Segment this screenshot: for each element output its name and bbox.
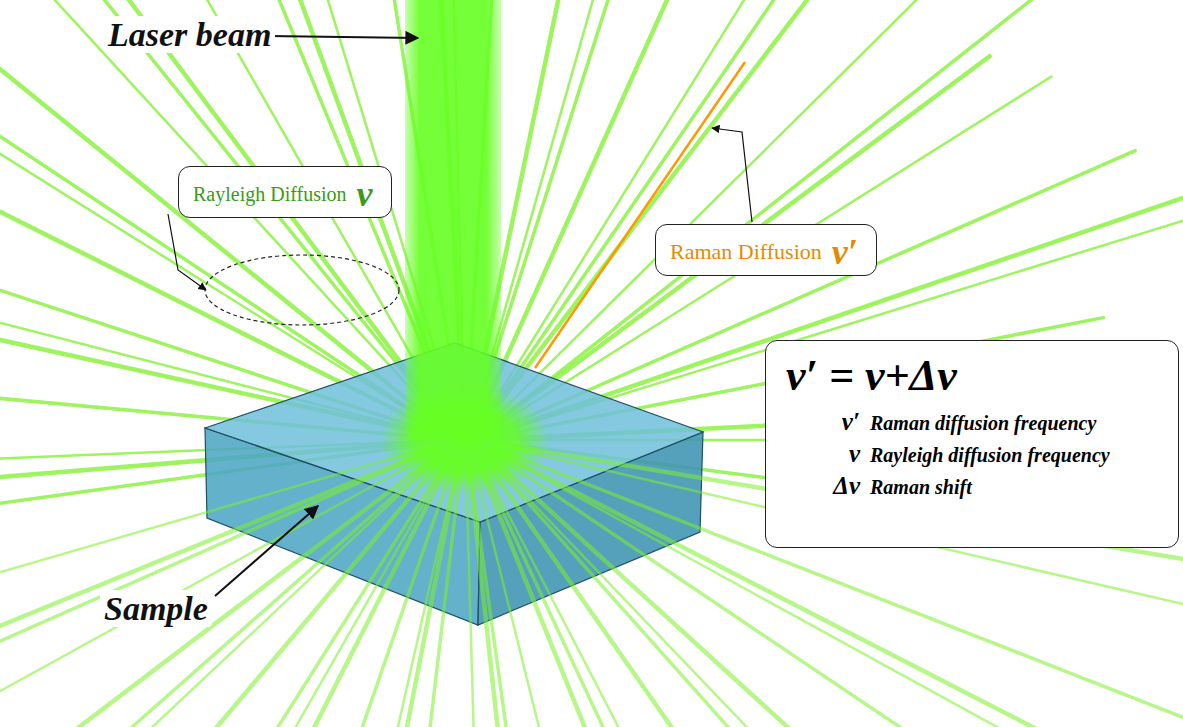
laser-beam: [405, 0, 501, 440]
callout-box: Raman Diffusion ν′: [655, 224, 877, 276]
sample-label: Sample: [100, 590, 212, 627]
laser-beam-leader: [268, 36, 418, 38]
laser-label: Laser beam: [104, 16, 275, 53]
callout-row: Rayleigh Diffusion ν: [179, 167, 391, 221]
rayleigh-ray: [0, 448, 437, 715]
rayleigh-ray: [0, 454, 443, 727]
rayleigh-ray: [78, 0, 450, 423]
raman-leader: [712, 128, 752, 222]
frequency-symbol: ν: [357, 176, 373, 212]
rayleigh-ray: [29, 0, 446, 425]
symbol: Δν: [786, 472, 860, 500]
rayleigh-ray: [0, 452, 441, 727]
rayleigh-ray: [0, 453, 442, 727]
formula-box: ν′ = ν+Δν ν′ Raman diffusion frequency ν Ray…: [765, 340, 1179, 548]
rayleigh-ray: [0, 446, 436, 653]
rayleigh-leader: [168, 214, 206, 290]
rayleigh-ray: [23, 0, 447, 424]
rayleigh-ray: [468, 460, 545, 727]
callout-box: Rayleigh Diffusion ν: [178, 166, 392, 218]
callout-row: Raman Diffusion ν′: [656, 225, 876, 279]
sample-leader: [215, 506, 318, 596]
raman-ray: [535, 62, 745, 368]
rayleigh-ray: [478, 458, 794, 727]
rayleigh-ray: [476, 459, 771, 727]
raman-formula: ν′ = ν+Δν: [786, 351, 1162, 402]
frequency-symbol: ν′: [832, 234, 858, 270]
callout-title: Raman Diffusion: [670, 239, 822, 265]
symbol-description: Raman shift: [870, 476, 972, 499]
legend-row: ν′ Raman diffusion frequency: [786, 408, 1162, 436]
legend-row: ν Rayleigh diffusion frequency: [786, 440, 1162, 468]
symbol: ν: [786, 440, 860, 468]
symbol: ν′: [786, 408, 860, 436]
callout-title: Rayleigh Diffusion: [193, 183, 347, 206]
rayleigh-ray: [0, 17, 440, 429]
symbol-description: Rayleigh diffusion frequency: [870, 444, 1110, 467]
symbol-description: Raman diffusion frequency: [870, 412, 1096, 435]
rayleigh-ray: [22, 0, 444, 425]
legend-row: Δν Raman shift: [786, 472, 1162, 500]
rayleigh-ray: [466, 460, 488, 727]
laser-spot: [380, 385, 550, 495]
rayleigh-ray: [0, 0, 442, 427]
rayleigh-ray: [0, 447, 437, 712]
rayleigh-dashed-ellipse: [205, 255, 399, 325]
rayleigh-ray: [0, 450, 439, 727]
